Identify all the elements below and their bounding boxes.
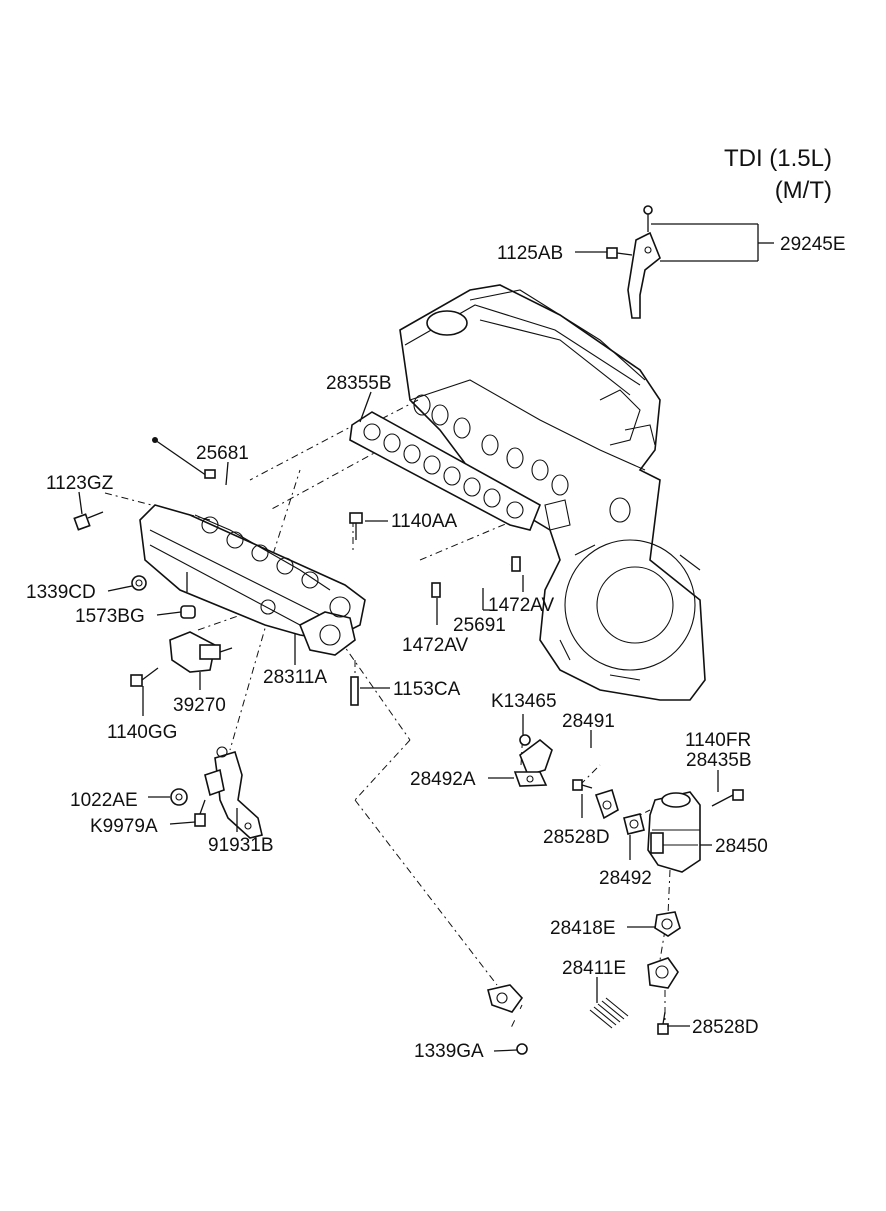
label-1339GA: 1339GA — [414, 1041, 484, 1062]
egr-valve-28450 — [647, 791, 701, 873]
bolt-1140GG — [130, 667, 159, 687]
gasket-28492A — [513, 771, 548, 787]
label-28528D-upper: 28528D — [543, 827, 610, 848]
label-1125AB: 1125AB — [497, 243, 563, 264]
label-1339CD: 1339CD — [26, 582, 96, 603]
sensor-39270 — [169, 631, 233, 673]
label-28492: 28492 — [599, 868, 652, 889]
intake-manifold — [139, 504, 366, 656]
bolt-K9979A — [194, 799, 206, 827]
bolt-1140FR — [711, 789, 744, 807]
gasket-28492 — [623, 813, 645, 835]
label-28311A: 28311A — [263, 667, 327, 688]
label-1140FR: 1140FR — [685, 730, 751, 751]
bracket-29245E — [606, 205, 661, 319]
egr-tube-28491 — [519, 736, 619, 820]
stud-1153CA — [350, 676, 359, 706]
label-1153CA: 1153CA — [393, 679, 461, 700]
label-1140AA: 1140AA — [391, 511, 458, 532]
label-1472AV-right: 1472AV — [488, 595, 555, 616]
label-K13465: K13465 — [491, 691, 557, 712]
bolt-28528D-b — [657, 1011, 669, 1035]
clip-1472AV-a — [431, 582, 441, 598]
label-29245E: 29245E — [780, 234, 846, 255]
label-39270: 39270 — [173, 695, 226, 716]
egr-pipe-28411E — [487, 957, 679, 1036]
label-1573BG: 1573BG — [75, 606, 145, 627]
label-1123GZ: 1123GZ — [46, 473, 114, 494]
bolt-28528D-a — [572, 779, 593, 791]
label-28528D-lower: 28528D — [692, 1017, 759, 1038]
oil-filler-cap — [426, 310, 468, 336]
header-engine: TDI (1.5L) — [724, 145, 832, 172]
label-1140GG: 1140GG — [107, 722, 177, 743]
label-25691: 25691 — [453, 615, 506, 636]
label-28355B: 28355B — [326, 373, 392, 394]
clip-1472AV-b — [511, 556, 521, 572]
manifold-gasket — [349, 411, 542, 531]
cap-1573BG — [180, 605, 196, 619]
label-28411E: 28411E — [562, 958, 626, 979]
label-1022AE: 1022AE — [70, 790, 138, 811]
part-labels: 29245E 1125AB 28355B 25681 1123GZ 1140AA… — [26, 234, 846, 1062]
nut-1339CD — [131, 575, 147, 591]
bolt-1140AA — [349, 512, 363, 540]
label-K9979A: K9979A — [90, 816, 158, 837]
nut-K13465 — [519, 734, 531, 746]
bolt-1123GZ — [73, 511, 104, 531]
label-28492A: 28492A — [410, 769, 476, 790]
leader-lines — [78, 223, 774, 1052]
label-25681: 25681 — [196, 443, 249, 464]
bracket-91931B — [204, 746, 263, 839]
header-transmission: (M/T) — [775, 177, 832, 204]
gasket-28418E — [654, 911, 681, 937]
label-28418E: 28418E — [550, 918, 616, 939]
label-28491: 28491 — [562, 711, 615, 732]
label-28435B: 28435B — [686, 750, 752, 771]
nut-1022AE — [170, 788, 188, 806]
nut-1339GA — [516, 1043, 528, 1055]
dipstick-tube — [152, 437, 521, 598]
label-1472AV-left: 1472AV — [402, 635, 469, 656]
label-91931B: 91931B — [208, 835, 274, 856]
label-28450: 28450 — [715, 836, 768, 857]
